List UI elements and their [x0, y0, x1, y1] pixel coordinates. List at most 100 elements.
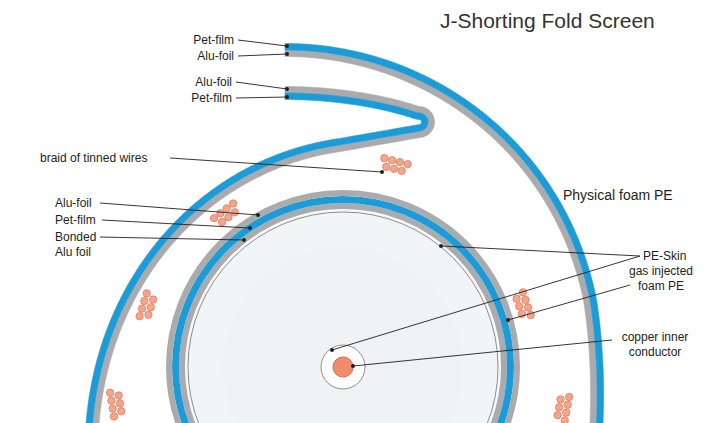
part-label: copper inner conductor — [605, 330, 705, 360]
tinned-wire — [118, 408, 125, 415]
tinned-wire — [524, 304, 531, 311]
tinned-wire — [147, 303, 154, 310]
tinned-wire — [229, 200, 236, 207]
part-label: Bonded Alu foil — [55, 230, 110, 260]
label-holder: PE-Skin — [643, 249, 703, 264]
label-holder: Alu-foil — [55, 196, 115, 211]
leader-line — [332, 256, 640, 350]
fold-centerline — [92, 93, 428, 423]
leader-line — [238, 54, 287, 56]
leader-dot — [285, 95, 289, 99]
tinned-wire — [115, 392, 122, 399]
part-label: braid of tinned wires — [40, 151, 180, 166]
tinned-wire — [388, 156, 395, 163]
leader-line — [100, 237, 244, 240]
tinned-wire — [381, 154, 388, 161]
diagram-title: J-Shorting Fold Screen — [440, 9, 655, 33]
label-holder: Pet-film — [174, 33, 234, 48]
alu-foil-strip — [285, 50, 597, 423]
tinned-wire — [143, 290, 150, 297]
tinned-wire — [106, 389, 113, 396]
leader-dot — [248, 226, 252, 230]
leader-dot — [285, 87, 289, 91]
part-label: Alu-foil — [172, 75, 232, 90]
label-holder: Alu-foil — [174, 49, 234, 64]
tinned-wire — [516, 303, 523, 310]
leader-dots — [242, 44, 510, 368]
leader-dot — [256, 213, 260, 217]
tinned-wire — [564, 401, 571, 408]
tinned-wire — [396, 158, 403, 165]
tinned-wire — [398, 167, 405, 174]
leader-dot — [439, 244, 443, 248]
alu-foil-layer — [169, 193, 517, 423]
leader-lines — [100, 40, 640, 366]
foam-texture — [223, 247, 463, 423]
label-holder: Pet-film — [55, 213, 115, 228]
part-label: gas injected foam PE — [618, 264, 704, 294]
tinned-wire — [565, 393, 572, 400]
part-label: PE-Skin — [643, 249, 703, 264]
tinned-wire — [149, 296, 156, 303]
label-holder: Physical foam PE — [563, 187, 703, 204]
leader-line — [100, 203, 258, 215]
fold-screen — [86, 44, 604, 423]
leader-line — [441, 246, 640, 256]
leader-line — [238, 40, 287, 46]
outer-centerline — [285, 50, 597, 423]
tinned-wire — [513, 295, 520, 302]
tinned-wire — [561, 417, 568, 423]
leader-dot — [351, 364, 355, 368]
tinned-wire — [210, 214, 217, 221]
leader-dot — [506, 318, 510, 322]
pet-film-strip — [285, 44, 604, 423]
part-label: Alu-foil — [174, 49, 234, 64]
tinned-wire — [390, 165, 397, 172]
copper-conductor — [333, 357, 353, 377]
leader-dot — [285, 44, 289, 48]
part-label: Physical foam PE — [563, 187, 703, 204]
tinned-wire — [404, 160, 411, 167]
tinned-wire — [557, 396, 564, 403]
braid-wires — [106, 154, 572, 423]
pet-film-strip — [86, 93, 429, 423]
label-holder: copper inner conductor — [605, 330, 705, 360]
tinned-wire — [145, 311, 152, 318]
label-holder: Pet-film — [172, 91, 232, 106]
title-holder: J-Shorting Fold Screen — [440, 9, 655, 33]
part-label: Pet-film — [172, 91, 232, 106]
part-label: Pet-film — [55, 213, 115, 228]
leader-dot — [285, 52, 289, 56]
tinned-wire — [522, 296, 529, 303]
inner-pe-skin — [321, 345, 365, 389]
tinned-wire — [217, 210, 224, 217]
part-label: Pet-film — [174, 33, 234, 48]
tinned-wire — [555, 404, 562, 411]
tinned-wire — [110, 413, 117, 420]
label-holder: Alu-foil — [172, 75, 232, 90]
tinned-wire — [231, 209, 238, 216]
tinned-wire — [218, 218, 225, 225]
tinned-wire — [138, 305, 145, 312]
leader-dot — [242, 238, 246, 242]
leader-line — [353, 340, 612, 366]
tinned-wire — [554, 411, 561, 418]
tinned-wire — [223, 205, 230, 212]
leader-line — [236, 82, 287, 89]
label-holder: gas injected foam PE — [618, 264, 704, 294]
leader-line — [236, 97, 287, 98]
cable-core — [169, 193, 517, 423]
tinned-wire — [108, 397, 115, 404]
leader-line — [102, 220, 250, 228]
tinned-wire — [116, 400, 123, 407]
leader-line — [508, 285, 630, 320]
leader-dot — [380, 170, 384, 174]
tinned-wire — [562, 409, 569, 416]
label-holder: braid of tinned wires — [40, 151, 180, 166]
tinned-wire — [136, 313, 143, 320]
label-holder: Bonded Alu foil — [55, 230, 110, 260]
leader-dot — [330, 348, 334, 352]
